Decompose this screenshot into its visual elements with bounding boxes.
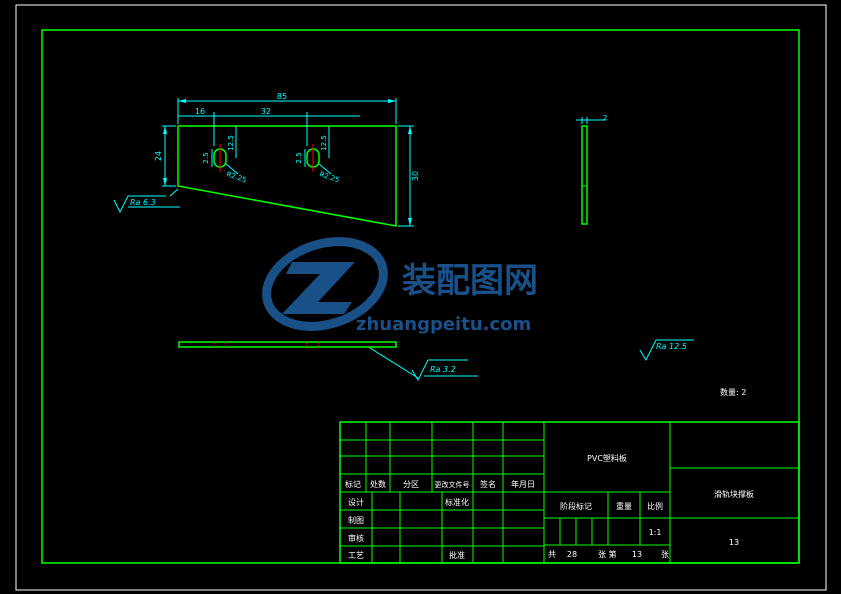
tb-total-prefix: 共 (548, 550, 556, 559)
tb-sheet-suffix: 张 第 (598, 549, 617, 559)
tb-material: PVC塑料板 (587, 453, 627, 463)
dim-left-height: 24 (154, 151, 163, 161)
dim-slot-height-2: 12.5 (320, 135, 328, 151)
tb-label-review: 审核 (348, 533, 364, 543)
tb-label-mark: 标记 (345, 479, 361, 489)
tb-part-name: 滑轨块撑板 (714, 489, 754, 499)
watermark-site: zhuangpeitu.com (356, 314, 531, 335)
surface-finish-front: Ra 6.3 (130, 198, 156, 207)
tb-total-sheets: 28 (567, 550, 577, 559)
surface-finish-general: Ra 12.5 (656, 342, 687, 351)
dim-slot-width-2: 2.5 (295, 152, 303, 163)
dim-slot-height-1: 12.5 (227, 135, 235, 151)
tb-label-stage: 阶段标记 (560, 501, 592, 511)
side-view: 2 (576, 114, 607, 225)
tb-drawing-no: 13 (729, 538, 739, 547)
quantity-note: 数量: 2 (720, 387, 746, 397)
bottom-view-outline (178, 341, 397, 348)
dim-thickness: 2 (603, 114, 607, 122)
dim-slot-spacing: 32 (261, 107, 271, 116)
watermark-logo-icon (262, 237, 388, 331)
tb-label-approve: 批准 (449, 550, 465, 560)
dim-left-offset: 16 (195, 107, 205, 116)
tb-scale-value: 1:1 (649, 528, 662, 537)
bottom-view: Ra 3.2 (178, 341, 478, 382)
tb-label-change-doc: 更改文件号 (435, 480, 470, 489)
tb-label-scale: 比例 (647, 501, 663, 511)
dim-slot-width-1: 2.5 (202, 152, 210, 163)
tb-sheet-no: 13 (632, 550, 642, 559)
outer-sheet-border (15, 4, 827, 591)
general-surface-finish: Ra 12.5 (639, 339, 694, 362)
tb-sheet-end: 张 (661, 550, 669, 559)
watermark-z-icon (282, 262, 355, 314)
surface-finish-bottom: Ra 3.2 (430, 365, 456, 374)
tb-label-standardize: 标准化 (445, 497, 469, 507)
title-block: 标记 处数 分区 更改文件号 签名 年月日 设计 制图 审核 工艺 标准化 批准… (339, 421, 800, 564)
watermark: 装配图网 zhuangpeitu.com (262, 237, 538, 335)
tb-label-draft: 制图 (348, 515, 364, 525)
side-view-outline (581, 125, 588, 225)
front-view-outline (177, 125, 397, 227)
tb-label-signature: 签名 (480, 479, 496, 489)
tb-label-weight: 重量 (616, 501, 632, 511)
tb-label-count: 处数 (370, 479, 386, 489)
dim-right-height: 30 (411, 171, 420, 181)
watermark-brand: 装配图网 (402, 261, 538, 301)
tb-label-date: 年月日 (511, 479, 535, 489)
dim-overall-length: 85 (277, 92, 287, 101)
tb-label-design: 设计 (348, 497, 364, 507)
tb-label-zone: 分区 (403, 480, 419, 489)
tb-label-process: 工艺 (348, 551, 364, 560)
